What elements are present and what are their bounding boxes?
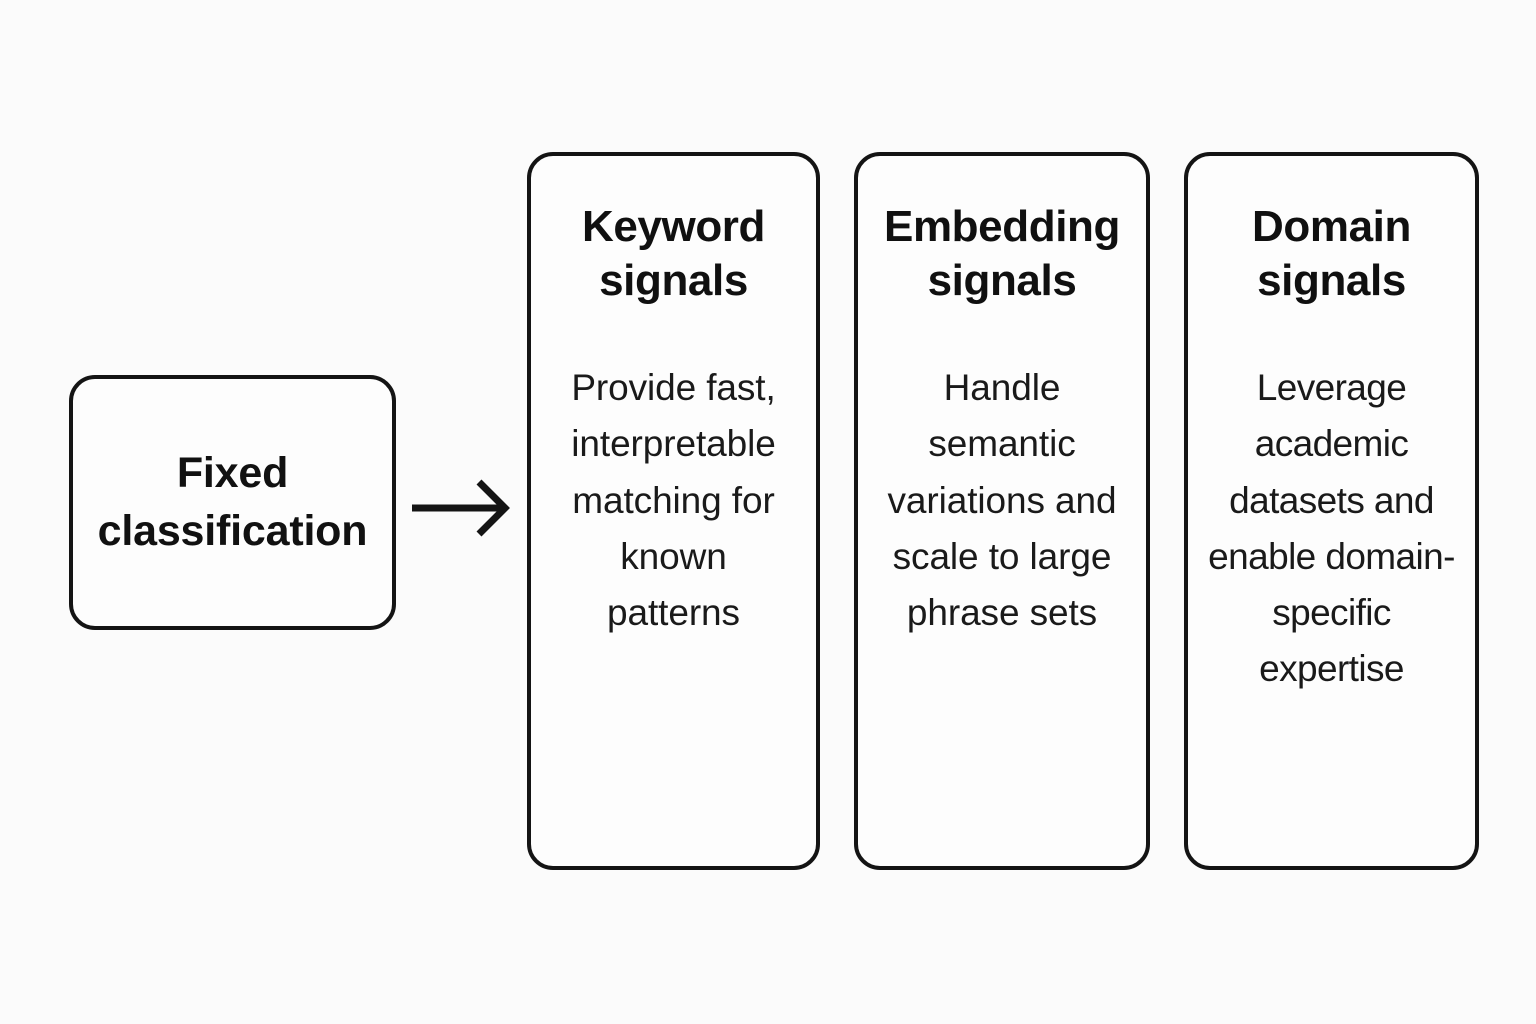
signal-card-domain[interactable]: Domain signals Leverage academic dataset… xyxy=(1184,152,1479,870)
signal-card-body: Provide fast, interpretable matching for… xyxy=(571,367,776,634)
signal-card-body: Leverage academic datasets and enable do… xyxy=(1208,367,1455,690)
arrow-right-icon xyxy=(408,472,518,544)
signal-card-body: Handle semantic variations and scale to … xyxy=(887,367,1117,634)
fixed-classification-node[interactable]: Fixed classification xyxy=(69,375,396,630)
signal-card-keyword[interactable]: Keyword signals Provide fast, interpreta… xyxy=(527,152,820,870)
fixed-classification-label: Fixed classification xyxy=(97,449,368,555)
signal-card-title: Embedding signals xyxy=(884,202,1120,306)
signal-cards-row: Keyword signals Provide fast, interpreta… xyxy=(527,152,1479,870)
signal-card-embedding[interactable]: Embedding signals Handle semantic variat… xyxy=(854,152,1150,870)
signal-card-title: Domain signals xyxy=(1252,202,1411,306)
signal-card-title: Keyword signals xyxy=(581,202,766,306)
